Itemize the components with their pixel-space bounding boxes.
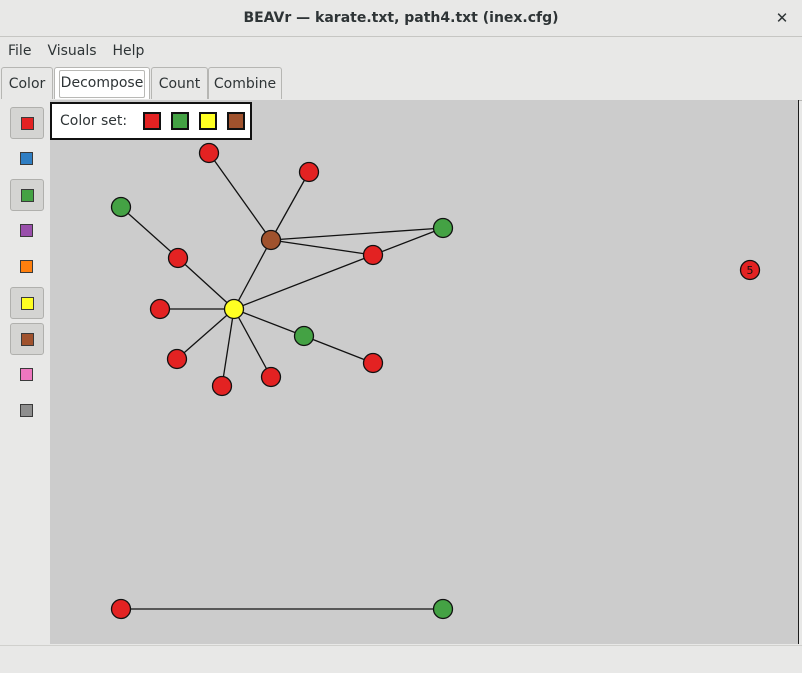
graph-node[interactable] <box>739 259 761 281</box>
tab-combine[interactable]: Combine <box>208 67 282 99</box>
tab-color[interactable]: Color <box>1 67 53 99</box>
palette-orange-swatch <box>20 260 33 273</box>
legend-swatch-yellow <box>199 112 218 130</box>
graph-edge <box>270 227 444 241</box>
menu-help[interactable]: Help <box>112 43 145 59</box>
title-bar: BEAVr — karate.txt, path4.txt (inex.cfg)… <box>0 0 802 37</box>
graph-node[interactable] <box>362 352 384 374</box>
palette-gray-button[interactable] <box>10 395 44 427</box>
graph-node[interactable] <box>293 325 315 347</box>
palette-orange-button[interactable] <box>10 251 44 283</box>
graph-node-label: 5 <box>747 264 754 277</box>
status-bar <box>0 645 802 673</box>
tab-combine-label: Combine <box>213 76 277 92</box>
graph-edge <box>372 227 444 256</box>
graph-edge <box>176 308 235 360</box>
color-palette <box>0 100 51 644</box>
tab-color-label: Color <box>8 76 46 92</box>
graph-edge <box>233 308 272 378</box>
graph-edge <box>233 254 374 310</box>
palette-red-swatch <box>21 117 34 130</box>
tab-bar: Color Decompose Count Combine <box>0 66 802 101</box>
menu-bar: File Visuals Help <box>0 37 802 65</box>
graph-edge <box>270 239 374 256</box>
graph-node[interactable] <box>211 375 233 397</box>
close-icon[interactable]: ✕ <box>775 9 789 27</box>
graph-edge <box>270 171 310 241</box>
color-set-legend: Color set: <box>50 102 252 140</box>
graph-node[interactable] <box>432 217 454 239</box>
menu-file[interactable]: File <box>8 43 32 59</box>
legend-swatch-red <box>143 112 162 130</box>
graph-canvas[interactable]: 5 Color set: <box>50 100 799 644</box>
tab-count-label: Count <box>158 76 201 92</box>
tab-decompose[interactable]: Decompose <box>54 67 150 99</box>
palette-yellow-button[interactable] <box>10 287 44 319</box>
tab-decompose-label: Decompose <box>59 70 145 98</box>
graph-node[interactable] <box>198 142 220 164</box>
graph-edge <box>120 206 179 259</box>
tab-count[interactable]: Count <box>151 67 208 99</box>
graph-node[interactable] <box>223 298 245 320</box>
palette-brown-button[interactable] <box>10 323 44 355</box>
graph-node[interactable] <box>432 598 454 620</box>
palette-purple-swatch <box>20 224 33 237</box>
graph-node[interactable] <box>149 298 171 320</box>
palette-blue-button[interactable] <box>10 143 44 175</box>
graph-edge <box>233 308 305 337</box>
palette-blue-swatch <box>20 152 33 165</box>
palette-purple-button[interactable] <box>10 215 44 247</box>
graph-node[interactable] <box>167 247 189 269</box>
window-title: BEAVr — karate.txt, path4.txt (inex.cfg) <box>243 10 559 26</box>
palette-red-button[interactable] <box>10 107 44 139</box>
graph-edge <box>233 239 272 310</box>
graph-node[interactable] <box>260 366 282 388</box>
graph-node[interactable] <box>110 598 132 620</box>
graph-svg[interactable]: 5 <box>50 100 798 644</box>
palette-gray-swatch <box>20 404 33 417</box>
palette-pink-swatch <box>20 368 33 381</box>
graph-edge <box>208 152 272 241</box>
menu-visuals[interactable]: Visuals <box>47 43 97 59</box>
graph-node[interactable] <box>110 196 132 218</box>
palette-green-button[interactable] <box>10 179 44 211</box>
palette-brown-swatch <box>21 333 34 346</box>
palette-yellow-swatch <box>21 297 34 310</box>
graph-edge <box>221 308 235 387</box>
graph-edge <box>177 257 235 310</box>
graph-node[interactable] <box>362 244 384 266</box>
graph-edge <box>303 335 374 364</box>
graph-node[interactable] <box>260 229 282 251</box>
legend-swatch-green <box>171 112 190 130</box>
palette-green-swatch <box>21 189 34 202</box>
legend-swatch-brown <box>227 112 246 130</box>
legend-label: Color set: <box>60 113 128 129</box>
graph-node[interactable] <box>166 348 188 370</box>
graph-node[interactable] <box>298 161 320 183</box>
palette-pink-button[interactable] <box>10 359 44 391</box>
